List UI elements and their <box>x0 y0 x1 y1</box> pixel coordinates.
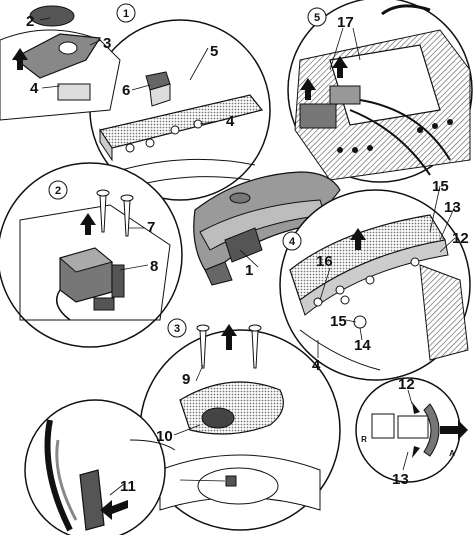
detail-view-step-5: 5 <box>287 0 473 183</box>
step-number-5: 5 <box>314 12 320 24</box>
callout-2: 2 <box>26 13 34 30</box>
detail-view-step-4: 4 <box>279 189 471 381</box>
callout-12-top: 12 <box>452 230 469 247</box>
callout-4-top-left: 4 <box>30 80 39 97</box>
step-number-2: 2 <box>55 185 61 197</box>
callout-7: 7 <box>147 219 155 236</box>
detail-letter-a: A <box>449 449 455 458</box>
callout-10: 10 <box>156 428 173 445</box>
detail-letter-r: R <box>361 435 367 444</box>
callout-8: 8 <box>150 258 158 275</box>
step-number-1: 1 <box>123 8 129 20</box>
callout-3: 3 <box>103 35 111 52</box>
callout-6: 6 <box>122 82 130 99</box>
callout-4-step-4: 4 <box>312 357 321 374</box>
callout-13-top: 13 <box>444 199 461 216</box>
callout-4-step-1: 4 <box>226 113 235 130</box>
callout-15-top: 15 <box>432 178 449 195</box>
detail-view-step-2: 2 <box>0 162 183 348</box>
callout-17: 17 <box>337 14 354 31</box>
callout-1: 1 <box>245 262 253 279</box>
detail-view-clip-inset: R A <box>355 377 468 483</box>
step-number-4: 4 <box>289 236 296 248</box>
callout-13-inset: 13 <box>392 471 409 488</box>
leader-lines <box>39 17 456 496</box>
callout-12-inset: 12 <box>398 376 415 393</box>
step-number-3: 3 <box>174 323 180 335</box>
detail-view-step-1: 1 <box>89 3 271 201</box>
detail-view-connector <box>24 399 176 535</box>
detail-view-light-unit <box>0 5 121 121</box>
callout-15-bottom: 15 <box>330 313 347 330</box>
callout-9: 9 <box>182 371 190 388</box>
dashboard-overview <box>193 171 341 286</box>
callout-14: 14 <box>354 337 371 354</box>
callout-16: 16 <box>316 253 333 270</box>
callout-11: 11 <box>120 478 136 495</box>
callout-5: 5 <box>210 43 218 60</box>
callout-labels: 2 3 4 5 6 4 17 7 8 1 15 13 12 16 15 14 4… <box>26 13 469 495</box>
